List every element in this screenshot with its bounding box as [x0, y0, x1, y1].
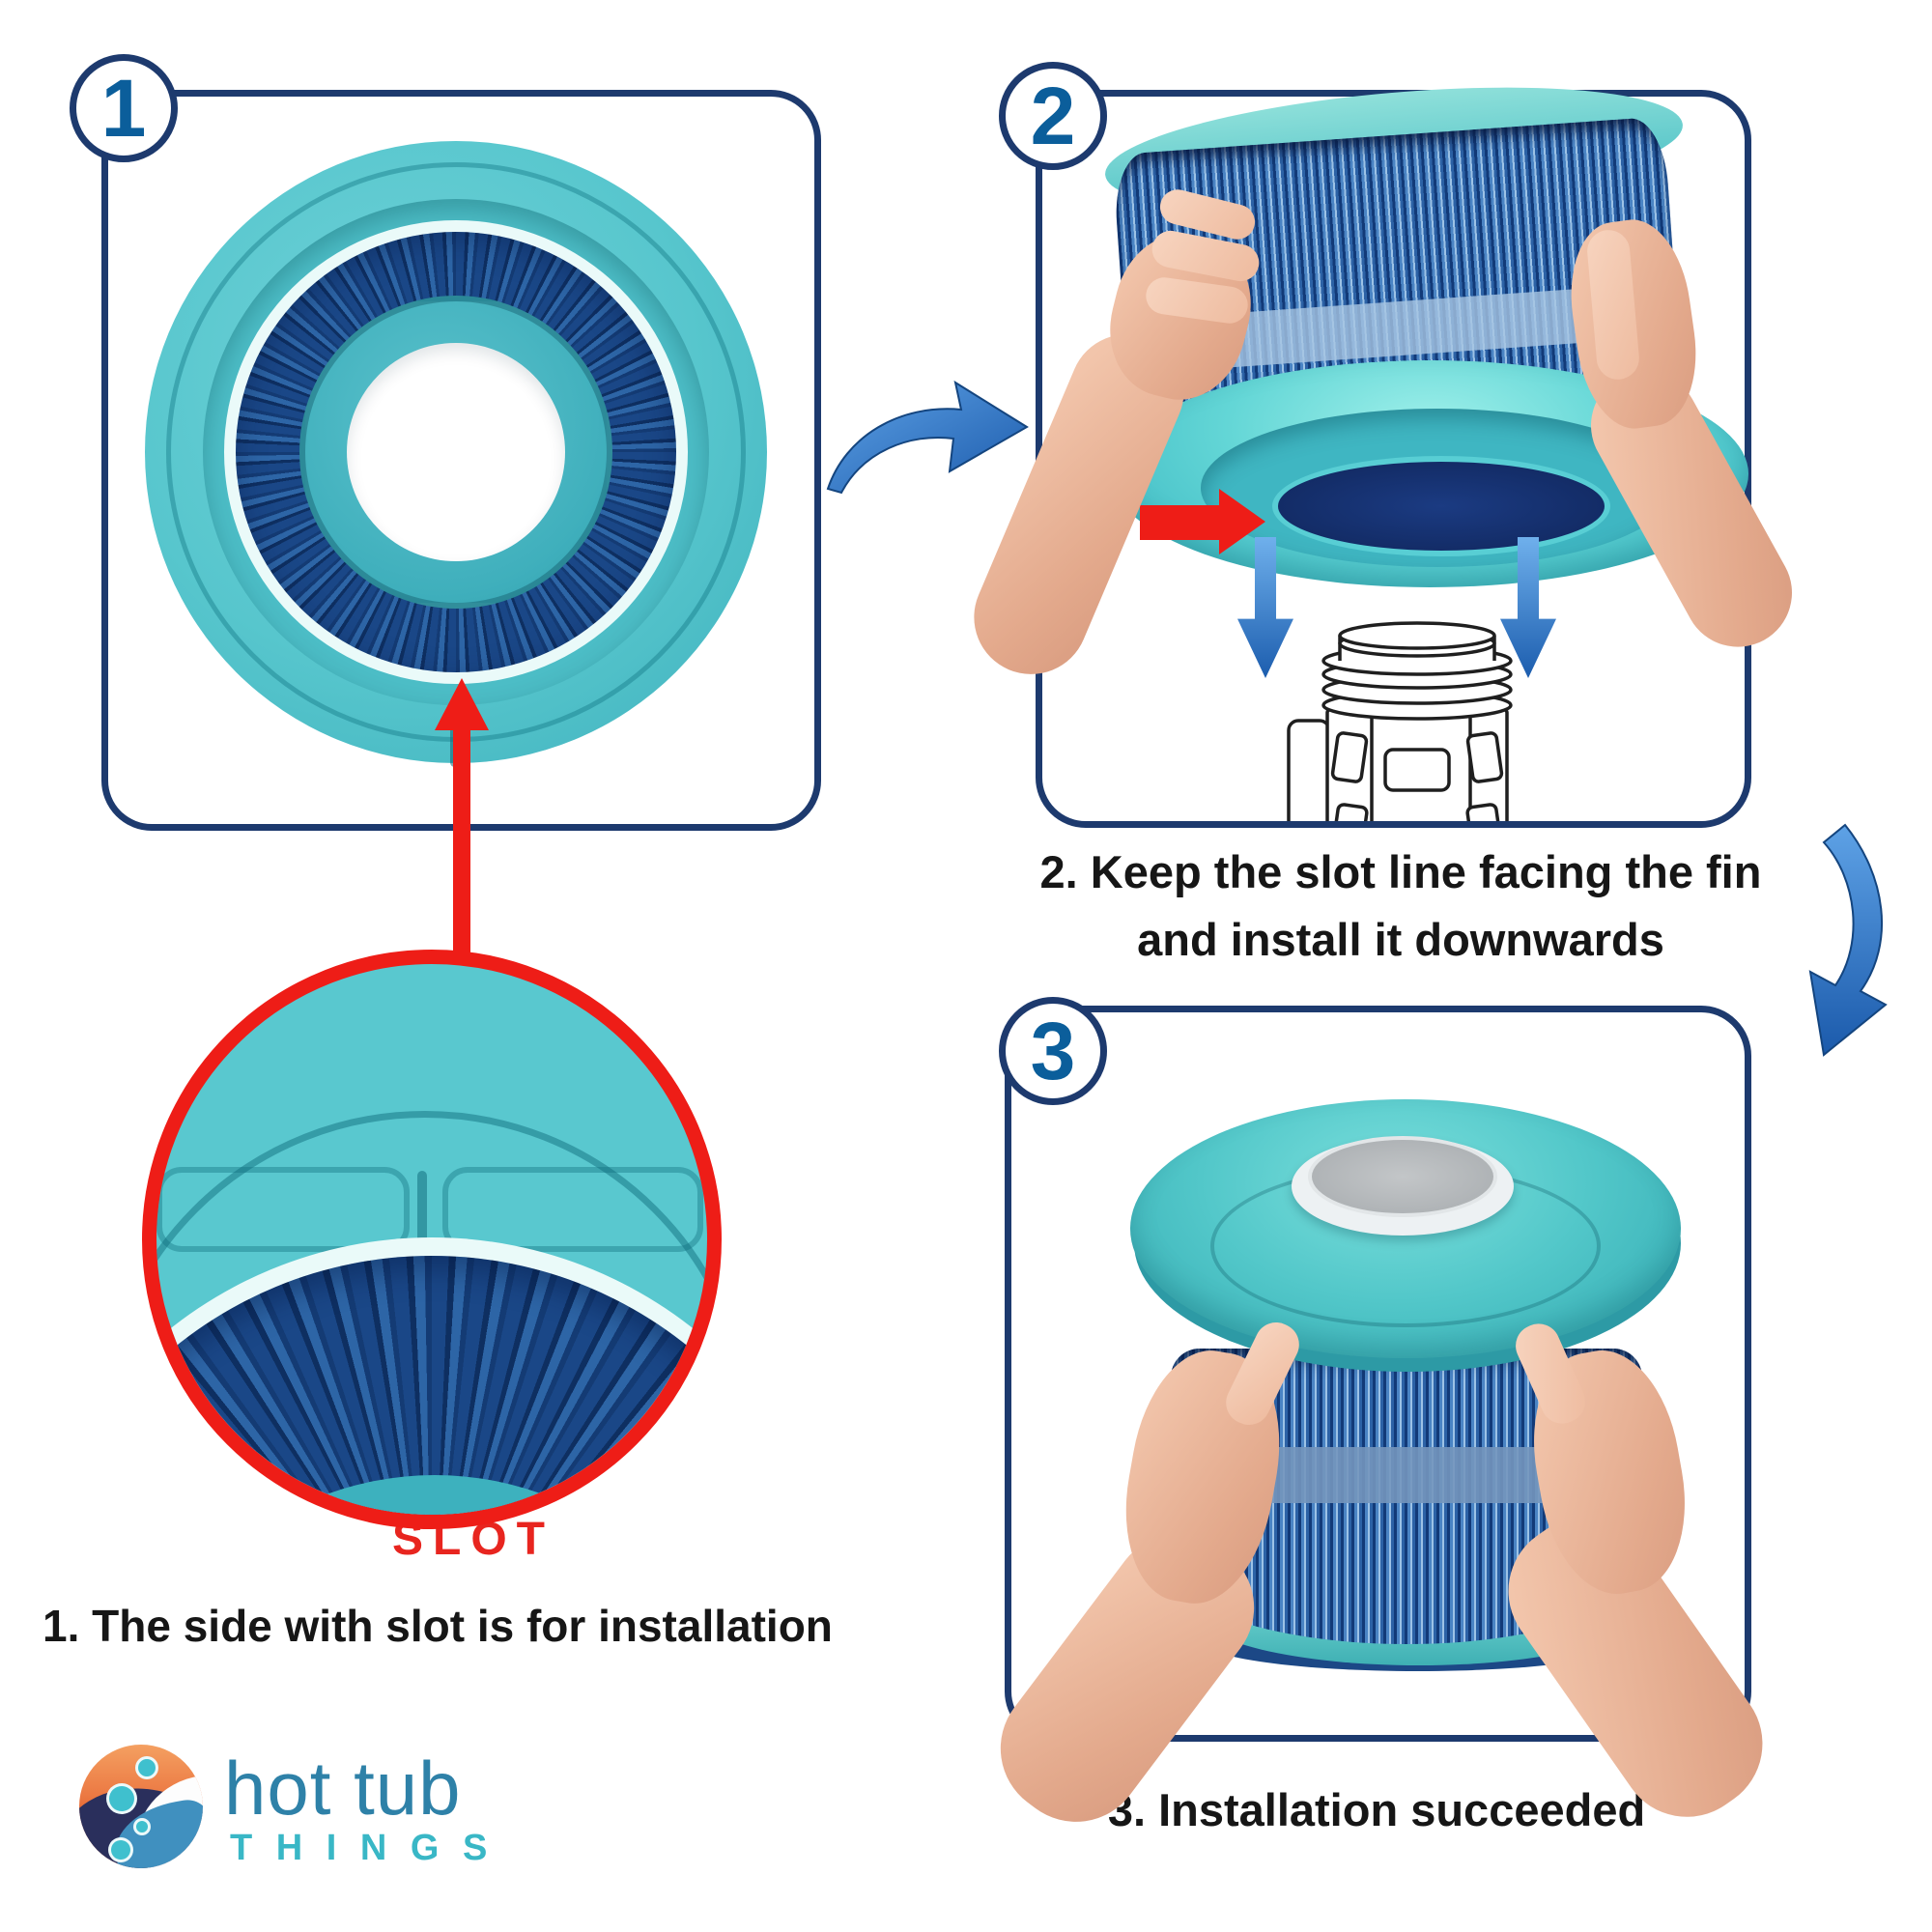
step1-caption: 1. The side with slot is for installatio…: [43, 1601, 833, 1651]
step2-caption: 2. Keep the slot line facing the fin and…: [952, 838, 1850, 973]
curved-arrow-right-icon: [826, 380, 1029, 495]
red-up-arrow-shaft: [453, 726, 470, 958]
cartridge-opening: [1272, 456, 1610, 556]
curved-arrow-down-icon: [1808, 823, 1888, 1057]
brand-tagline: T H I N G S: [230, 1828, 495, 1868]
step2-badge: 2: [999, 62, 1107, 170]
logo-bubble: [133, 1818, 151, 1835]
magnified-groove-arc: [156, 1111, 707, 1515]
magnified-media-arc: [156, 1256, 707, 1515]
step2-caption-line1: 2. Keep the slot line facing the fin: [1039, 846, 1762, 897]
step3-caption: 3. Installation succeeded: [1107, 1784, 1646, 1835]
step2-caption-line2: and install it downwards: [1137, 913, 1664, 965]
red-right-arrow-shaft: [1140, 505, 1221, 540]
center-hole: [347, 343, 565, 561]
step1-badge: 1: [70, 54, 178, 162]
brand-name: hot tub: [224, 1746, 462, 1831]
socket-drawing-clip: [1277, 605, 1538, 821]
logo-mark: [79, 1745, 203, 1868]
step1-number: 1: [100, 63, 147, 154]
magnified-relief-right: [442, 1167, 703, 1252]
red-up-arrow-head-icon: [435, 678, 489, 730]
logo-bubble: [135, 1756, 158, 1779]
magnified-relief-left: [156, 1167, 410, 1252]
logo-bubble: [108, 1837, 133, 1862]
filter-socket-drawing: [1287, 621, 1513, 821]
red-right-arrow-head-icon: [1219, 489, 1265, 554]
center-cap-gray-top: [1308, 1136, 1497, 1217]
step3-badge: 3: [999, 997, 1107, 1105]
step3-number: 3: [1030, 1006, 1076, 1096]
slot-magnifier: [142, 950, 722, 1529]
step2-number: 2: [1030, 71, 1076, 161]
magnified-slot-line: [417, 1171, 427, 1250]
logo-bubble: [106, 1783, 137, 1814]
